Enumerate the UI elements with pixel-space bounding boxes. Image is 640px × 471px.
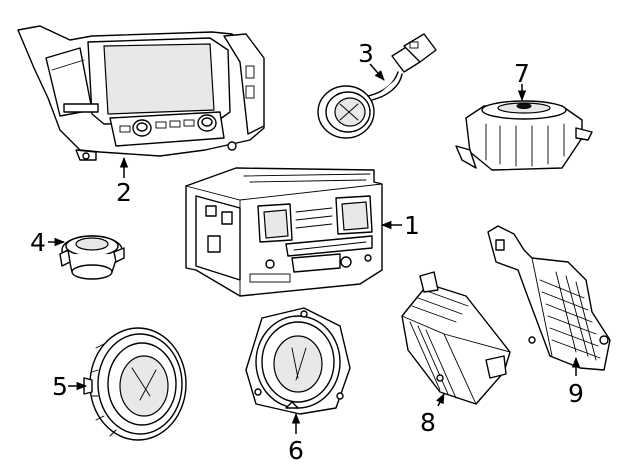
part-front-speaker bbox=[245, 307, 351, 415]
part-tweeter-harness bbox=[317, 33, 437, 139]
part-radio-receiver bbox=[185, 167, 383, 297]
callout-7: 7 bbox=[514, 59, 530, 88]
callout-1: 1 bbox=[404, 211, 420, 240]
part-display-bezel bbox=[17, 25, 265, 161]
callout-4: 4 bbox=[30, 228, 46, 257]
leader-8 bbox=[436, 393, 445, 407]
callout-3: 3 bbox=[358, 39, 374, 68]
callout-5: 5 bbox=[52, 372, 68, 401]
callout-2: 2 bbox=[116, 178, 132, 207]
part-amplifier bbox=[401, 271, 511, 405]
callout-8: 8 bbox=[420, 408, 436, 437]
leader-3 bbox=[369, 63, 385, 81]
callout-9: 9 bbox=[568, 379, 584, 408]
callout-6: 6 bbox=[288, 436, 304, 465]
part-subwoofer bbox=[455, 100, 593, 171]
part-small-speaker bbox=[59, 235, 125, 280]
part-door-woofer bbox=[83, 327, 187, 441]
part-mounting-bracket bbox=[487, 225, 611, 371]
